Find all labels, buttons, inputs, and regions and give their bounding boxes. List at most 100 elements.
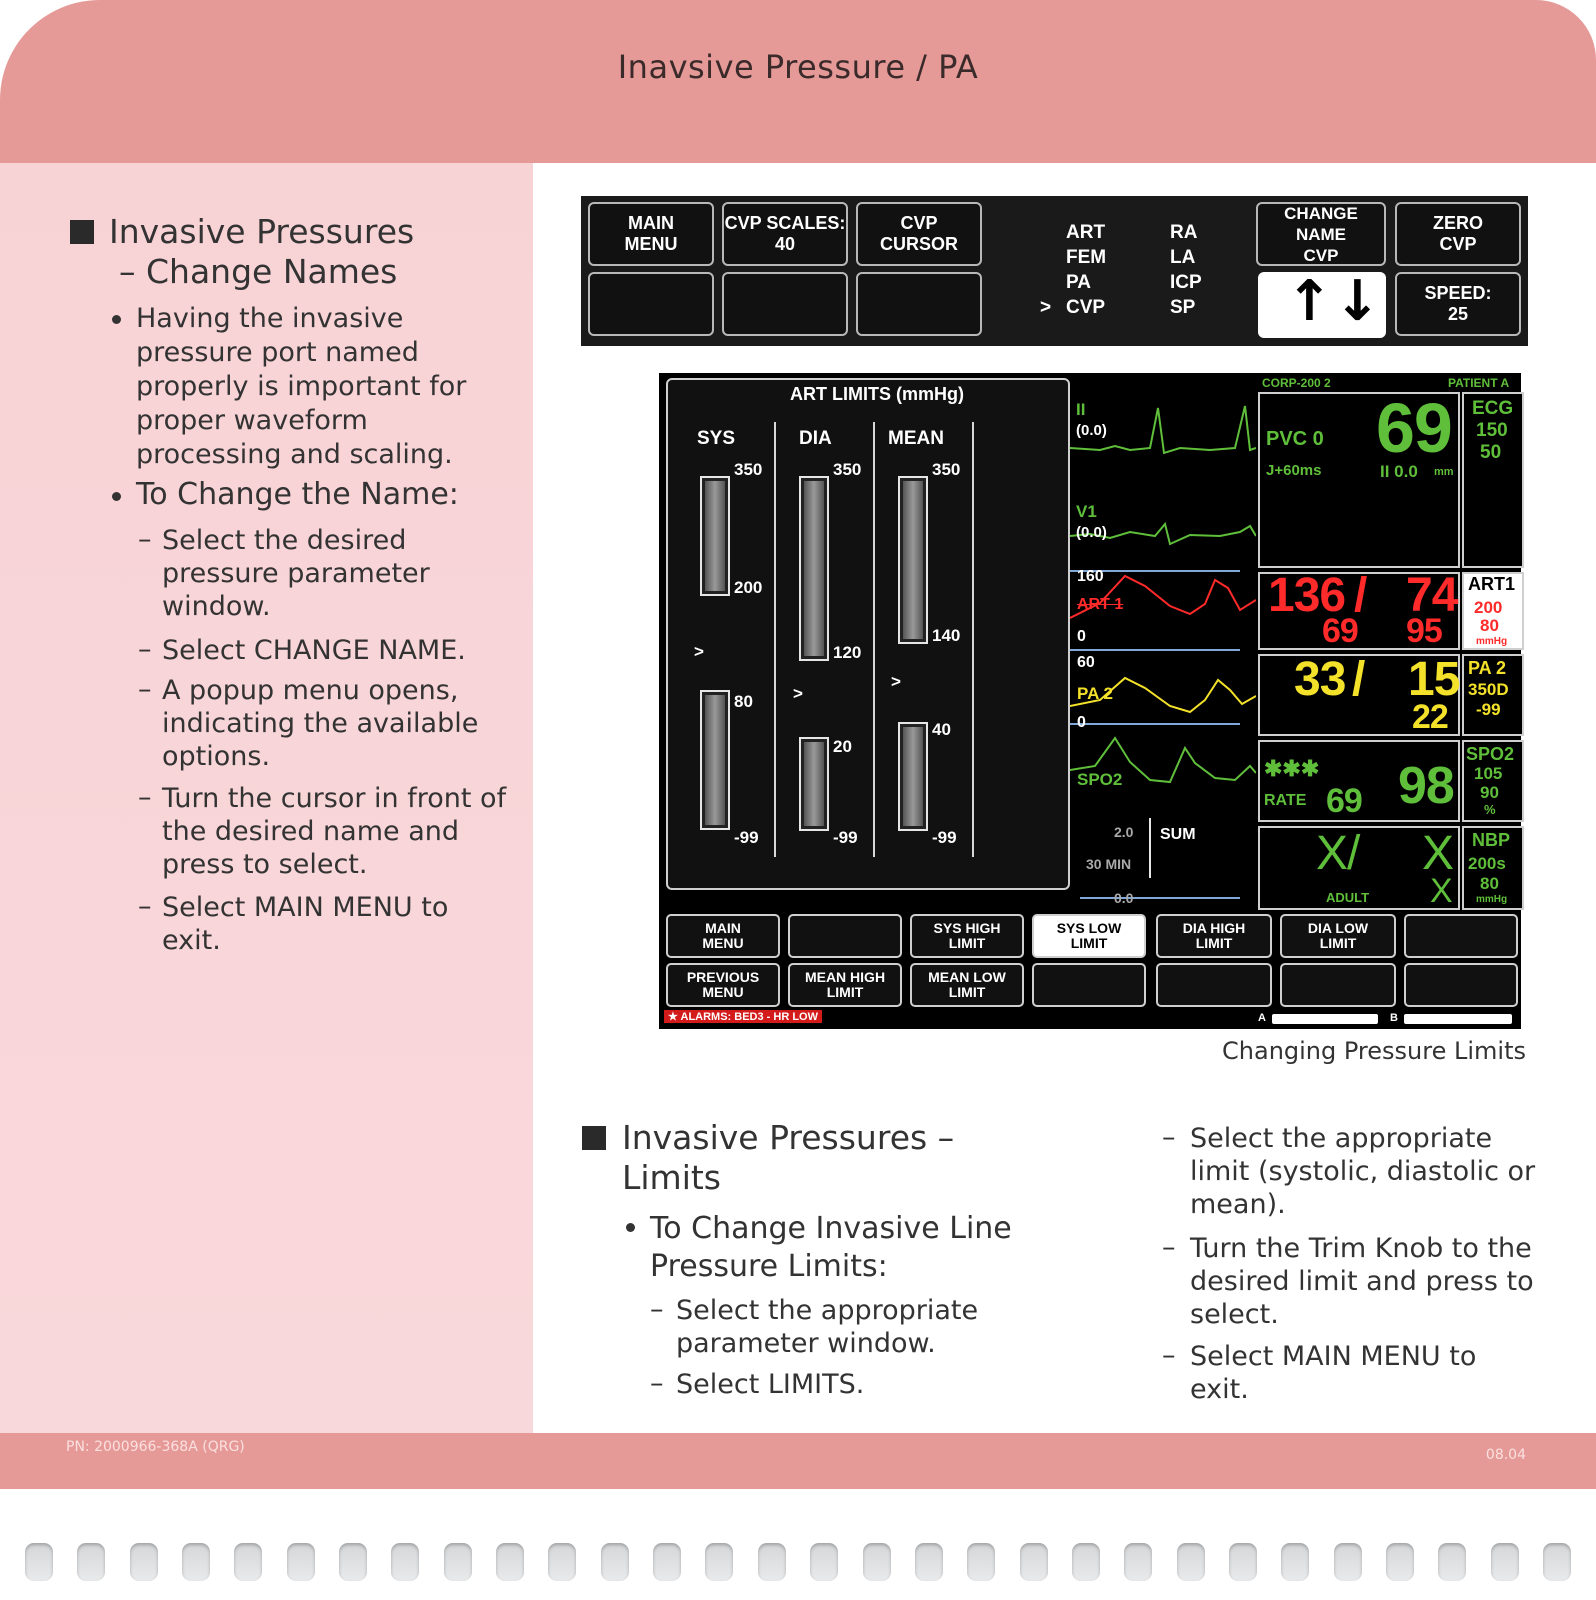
pa2-limits-box [1462,654,1524,736]
spo2-value: 98 [1398,757,1455,815]
arrow-up-icon[interactable]: ↑ [1286,269,1333,334]
nbp-limits-box [1462,826,1524,910]
step-select-window: Select the desired pressure parameter wi… [162,524,430,623]
heading-line: Limits [622,1158,721,1197]
section-square-icon [582,1126,606,1150]
binding-hole-icon [443,1543,472,1581]
nbp-diastolic: X [1422,827,1454,880]
dash-icon: – [1162,1232,1176,1263]
figure-caption: Changing Pressure Limits [1222,1037,1526,1065]
binding-hole-icon [1333,1543,1362,1581]
st-offset: J+60ms [1266,462,1322,479]
screen-empty-button[interactable] [1032,963,1146,1007]
bullet-naming-importance: Having the invasive pressure port named … [136,302,466,472]
art-limits-window [666,378,1070,890]
speed-button[interactable]: SPEED: 25 [1395,272,1521,336]
screen-empty-button[interactable] [1404,914,1518,958]
name-option-la[interactable]: LA [1170,247,1196,268]
art1-low-limit: 80 [1480,616,1499,635]
mean-high-bar[interactable] [898,476,928,644]
binding-hole-icon [914,1543,943,1581]
binding-hole-icon [339,1543,368,1581]
sys-mid-value: 200 [734,578,763,597]
button-label: SPEED: [1424,283,1492,303]
name-option-cvp[interactable]: CVP [1066,297,1106,318]
button-label: LIMIT [948,984,986,1000]
art1-unit: mmHg [1476,636,1508,647]
art1-limits-box [1462,572,1524,650]
sys-low-bar[interactable] [700,690,730,830]
binding-hole-icon [391,1543,420,1581]
button-label: MAIN [705,920,741,936]
cvp-cursor-button[interactable]: CVP CURSOR [856,202,982,266]
nbp-parameter-window[interactable] [1258,826,1460,910]
button-label: CVP [900,213,938,233]
art-limits-title: ART LIMITS (mmHg) [790,384,964,404]
button-label: LIMIT [1070,935,1108,951]
arrow-down-icon[interactable]: ↓ [1334,269,1381,334]
scroll-arrows[interactable]: ↑ ↓ [1258,269,1386,338]
screen-empty-button[interactable] [1404,963,1518,1007]
pa2-parameter-window[interactable] [1258,654,1460,736]
text-line: Turn the cursor in front of [162,783,507,814]
dia-high-bar[interactable] [799,476,829,661]
screen-empty-button[interactable] [788,914,902,958]
binding-hole-icon [1385,1543,1414,1581]
name-option-ra[interactable]: RA [1170,222,1198,243]
zero-cvp-button[interactable]: ZERO CVP [1395,202,1521,266]
art1-mean: 69 [1322,612,1359,650]
name-option-art[interactable]: ART [1066,222,1106,243]
button-label: LIMIT [826,984,864,1000]
cvp-scales-button[interactable]: CVP SCALES: 40 [722,202,848,266]
heading-line: – Change Names [119,252,398,291]
screen-empty-button[interactable] [1280,963,1396,1007]
text-line: Select MAIN MENU to [1190,1341,1477,1372]
binding-hole-icon [548,1543,577,1581]
dia-low-bottom-value: -99 [833,828,858,847]
ecg-lead-value: (0.0) [1076,422,1107,439]
signal-strength-icon: ✱✱✱ [1264,756,1320,781]
sys-top-value: 350 [734,460,763,479]
bar-fill [804,481,824,656]
cursor-pointer: > [1040,297,1052,318]
spo2-parameter-window[interactable] [1258,740,1460,822]
art1-parameter-window[interactable] [1258,572,1460,650]
mean-low-bar[interactable] [898,722,928,831]
main-menu-button[interactable]: MAIN MENU [588,202,714,266]
name-option-pa[interactable]: PA [1066,272,1091,293]
screen-empty-button[interactable] [1156,963,1272,1007]
name-option-icp[interactable]: ICP [1170,272,1202,293]
ecg-parameter-window[interactable] [1258,392,1460,568]
dia-low-bar[interactable] [799,737,829,831]
page-title: Inavsive Pressure / PA [617,48,979,86]
art-wave-label: ART 1 [1077,596,1124,613]
sum-minutes: 30 MIN [1086,856,1132,872]
name-option-sp[interactable]: SP [1170,297,1196,318]
text-line: A popup menu opens, [162,675,459,706]
change-name-button[interactable]: CHANGE NAME CVP [1256,202,1386,266]
nbp-label: NBP [1472,830,1511,850]
sys-label: SYS [697,428,736,449]
pa2-systolic: 33 [1294,653,1346,706]
empty-menu-button[interactable] [856,272,982,336]
text-line: Select CHANGE NAME. [162,635,466,666]
empty-menu-button[interactable] [722,272,848,336]
empty-menu-button[interactable] [588,272,714,336]
bullet-dot-icon [626,1223,635,1232]
binding-hole-icon [1228,1543,1257,1581]
binding-hole-icon [77,1543,106,1581]
bed-label: CORP-200 2 [1262,376,1331,390]
text-line: proper waveform [136,405,368,436]
name-option-fem[interactable]: FEM [1066,247,1107,268]
sys-high-bar[interactable] [700,476,730,596]
text-line: exit. [162,925,221,956]
